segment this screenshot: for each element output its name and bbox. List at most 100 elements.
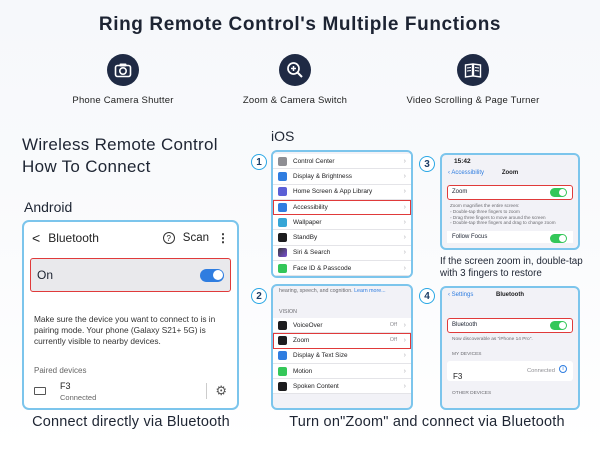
follow-focus-toggle[interactable] [550,234,567,244]
zoom-toggle-row[interactable]: Zoom [447,185,573,200]
scan-button[interactable]: Scan [182,232,209,244]
accessibility-row-spoken-content[interactable]: Spoken Content › [273,379,411,395]
home-screen-icon [278,187,287,197]
status-time: 15:42 [454,158,471,165]
chevron-right-icon: › [403,249,406,257]
chevron-right-icon: › [403,367,406,375]
bluetooth-on-row[interactable]: On [30,258,231,292]
settings-row-accessibility[interactable]: Accessibility› [273,199,411,216]
chevron-right-icon: › [403,382,406,390]
zoom-icon [279,54,311,86]
settings-row-wallpaper[interactable]: Wallpaper› [273,215,411,231]
row-label: VoiceOver [293,321,323,329]
settings-row-siri[interactable]: Siri & Search › [273,246,411,262]
accessibility-icon [278,202,287,212]
back-icon[interactable]: < [32,230,41,246]
ios-caption: Turn on"Zoom" and connect via Bluetooth [289,414,565,430]
paired-devices-header: Paired devices [34,365,87,375]
chevron-right-icon: › [403,172,406,180]
back-accessibility-link[interactable]: ‹ Accessibility [448,170,485,176]
row-label: Siri & Search [293,249,331,257]
device-name: F3 [60,380,71,391]
accessibility-intro: hearing, speech, and cognition. Learn mo… [279,288,386,294]
follow-focus-label: Follow Focus [452,234,488,241]
learn-more-link[interactable]: Learn more... [354,288,386,294]
display-icon [278,171,287,181]
book-icon [457,54,489,86]
feature-label: Zoom & Camera Switch [242,95,348,106]
accessibility-row-text-size[interactable]: Display & Text Size› [273,349,411,364]
heading-line-1: Wireless Remote Control [22,135,218,154]
row-label: Motion [293,367,313,375]
device-name: F3 [453,372,463,381]
feature-label: Phone Camera Shutter [72,95,174,106]
spoken-content-icon [278,381,287,391]
step-badge-1: 1 [251,154,267,170]
paired-device-row[interactable]: F3 Connected ⚙ [34,381,227,402]
row-label: Control Center [293,157,335,165]
zoom-label: Zoom [452,189,468,195]
standby-icon [278,233,287,243]
divider [206,383,208,400]
page-title: Ring Remote Control's Multiple Functions [98,14,502,35]
step-badge-4: 4 [419,288,435,304]
step-badge-3: 3 [419,156,435,172]
row-label: StandBy [293,234,318,242]
zoom-restore-caption: If the screen zoom in, double-tap with 3… [440,256,583,279]
nav-bar: ‹ Accessibility Zoom [442,167,578,181]
settings-row-face-id[interactable]: Face ID & Passcode › [273,261,411,276]
accessibility-row-motion[interactable]: Motion › [273,364,411,380]
chevron-right-icon: › [403,264,406,272]
follow-focus-row[interactable]: Follow Focus [447,231,573,244]
other-devices-header: OTHER DEVICES [452,391,492,396]
android-bluetooth-screen: < Bluetooth ? Scan ⋮ On Make sure the de… [22,220,239,410]
on-label: On [37,268,54,282]
bluetooth-toggle[interactable] [550,321,567,330]
ios-device-row[interactable]: F3 Connected i [447,361,573,381]
face-id-icon [278,263,287,273]
chevron-right-icon: › [403,203,406,211]
settings-row-control-center[interactable]: Control Center › [273,154,411,170]
feature-page-turner: Video Scrolling & Page Turner [383,54,563,106]
device-status: Connected [60,392,97,402]
settings-row-display[interactable]: Display & Brightness› [273,169,411,185]
android-label: Android [24,199,73,215]
chevron-right-icon: › [403,188,406,196]
chevron-right-icon: › [403,321,406,329]
help-icon[interactable]: ? [162,232,175,244]
my-devices-header: MY DEVICES [452,352,482,357]
feature-camera-shutter: Phone Camera Shutter [33,54,213,106]
gear-icon[interactable]: ⚙ [215,383,227,399]
zoom-toggle[interactable] [550,188,567,197]
wallpaper-icon [278,217,287,227]
nav-bar: ‹ Settings Bluetooth [442,288,578,304]
chevron-right-icon: › [403,336,406,344]
pairing-description: Make sure the device you want to connect… [34,314,216,347]
android-caption: Connect directly via Bluetooth [32,414,230,430]
row-label: Display & Text Size [293,352,348,360]
settings-row-home-screen[interactable]: Home Screen & App Library› [273,185,411,200]
step-badge-2: 2 [251,288,267,304]
more-options-icon[interactable]: ⋮ [217,231,229,245]
row-label: Face ID & Passcode [293,264,352,272]
ios-zoom-panel: 15:42 ‹ Accessibility Zoom Zoom Zoom mag… [440,153,580,250]
motion-icon [278,366,287,376]
back-settings-link[interactable]: ‹ Settings [448,292,474,298]
chevron-right-icon: › [403,157,406,165]
bluetooth-toggle[interactable] [200,268,224,282]
info-icon[interactable]: i [559,365,567,373]
siri-icon [278,248,287,258]
text-size-icon [278,351,287,361]
feature-label: Video Scrolling & Page Turner [406,95,540,106]
bluetooth-label: Bluetooth [452,322,478,328]
device-status: Connected [526,368,555,374]
vision-section-header: VISION [279,309,297,315]
voiceover-icon [278,320,287,330]
row-label: Spoken Content [293,382,339,390]
ios-bluetooth-panel: ‹ Settings Bluetooth Bluetooth Now disco… [440,286,580,410]
bluetooth-toggle-row[interactable]: Bluetooth [447,318,573,333]
ios-label: iOS [271,128,295,144]
settings-row-standby[interactable]: StandBy› [273,230,411,246]
